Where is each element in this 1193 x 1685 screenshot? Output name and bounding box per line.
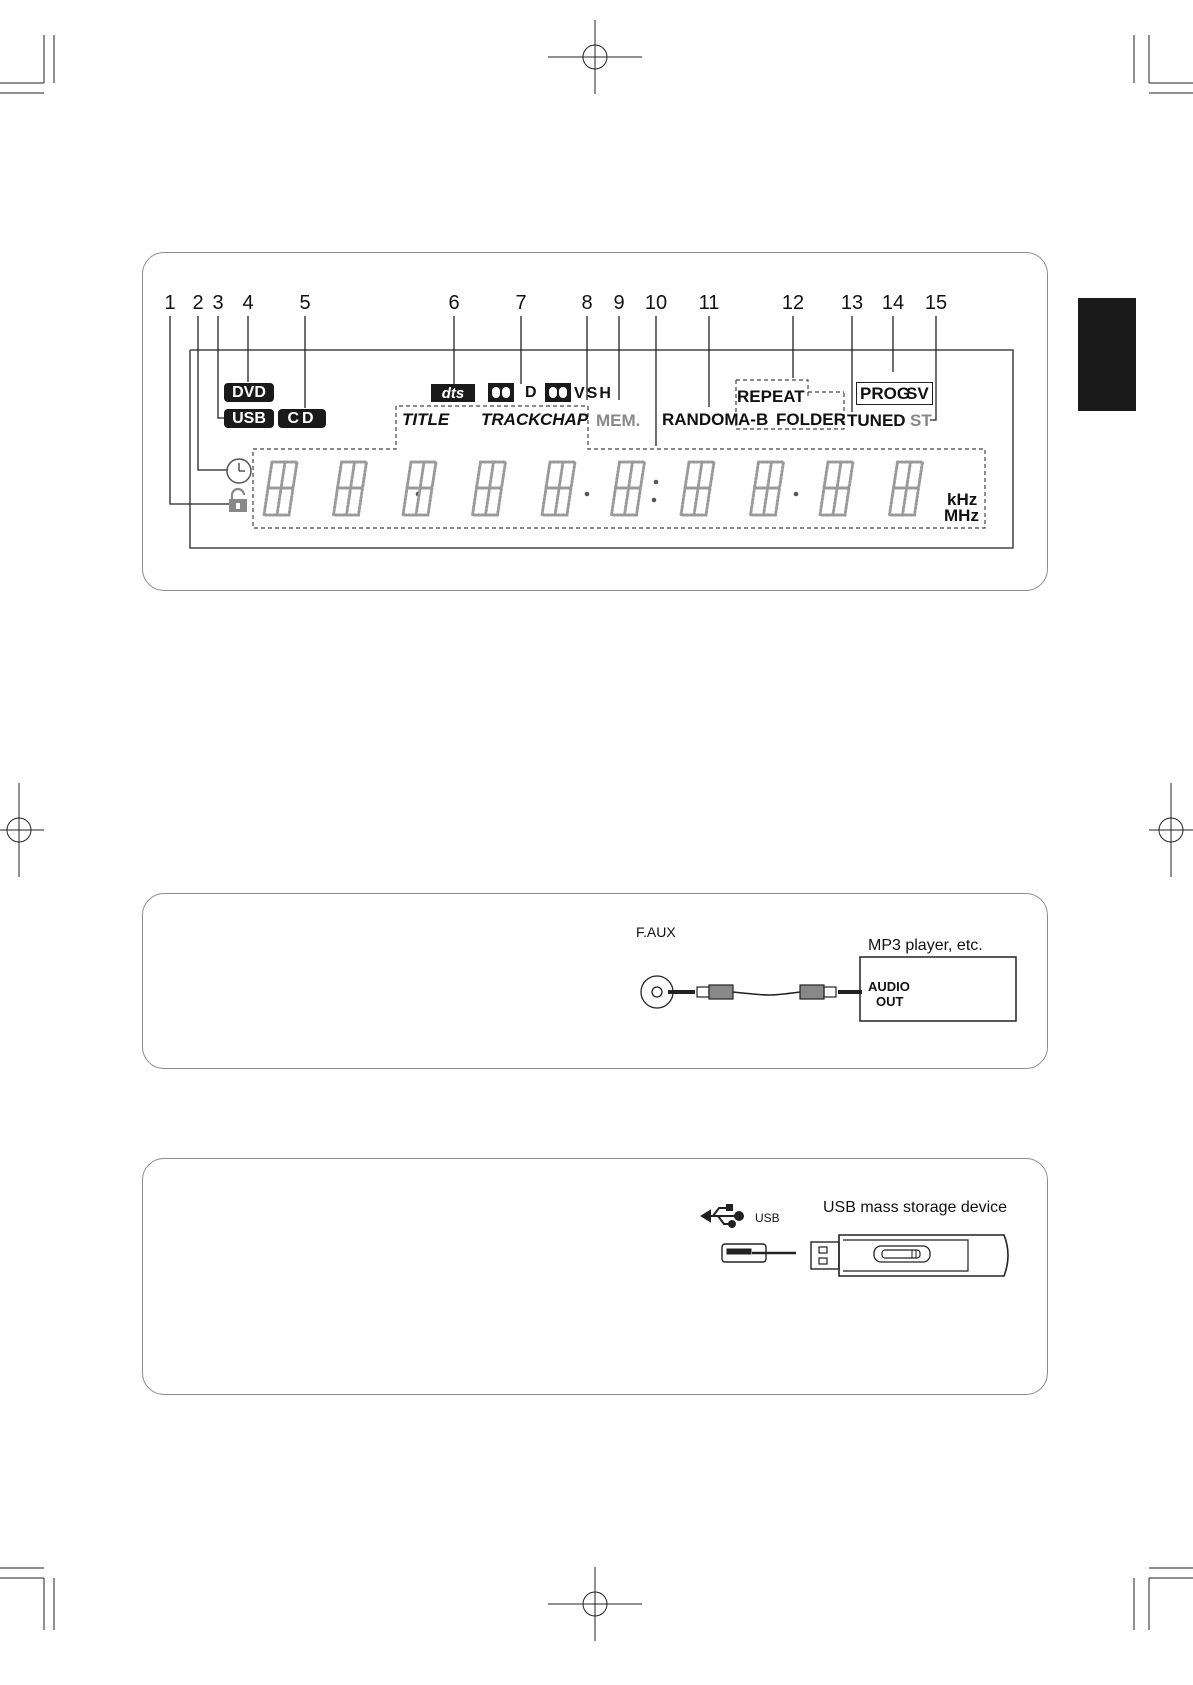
audio-out-line2: OUT [876,993,903,1011]
cd-indicator: CD [278,409,326,428]
prog-indicator: PROG [860,385,910,403]
segment-digit [473,462,506,515]
mem-indicator: MEM. [596,412,640,430]
segment-digit [751,462,784,515]
chap-indicator: CHAP [540,411,588,429]
tuned-indicator: TUNED [847,412,906,430]
repeat-indicator: REPEAT [737,388,805,406]
segment-digit [334,462,367,515]
segment-digit [542,462,575,515]
usb-symbol-icon [702,1205,743,1227]
folder-indicator: FOLDER [776,411,846,429]
aux-connection-diagram [0,900,1193,1100]
mhz-indicator: MHz [944,507,979,525]
dvd-indicator: DVD [224,383,274,402]
segment-digit [403,462,436,515]
title-indicator: TITLE [402,411,449,429]
track-indicator: TRACK [481,411,541,429]
a-b-indicator: A-B [738,411,768,429]
segment-digit [612,462,645,515]
dolby-vsh-indicator: VSH [574,385,613,403]
usb-indicator: USB [224,409,274,428]
segment-digit [820,462,853,515]
random-indicator: RANDOM [662,411,739,429]
usb-connection-diagram [0,1180,1193,1400]
segment-digit [681,462,714,515]
digit-grid [0,0,1193,600]
sv-indicator: SV [906,385,929,403]
dolby-d-indicator: D [525,384,537,402]
segment-digit [890,462,923,515]
usb-stick-icon [839,1235,1008,1276]
st-indicator: ST [910,412,932,430]
